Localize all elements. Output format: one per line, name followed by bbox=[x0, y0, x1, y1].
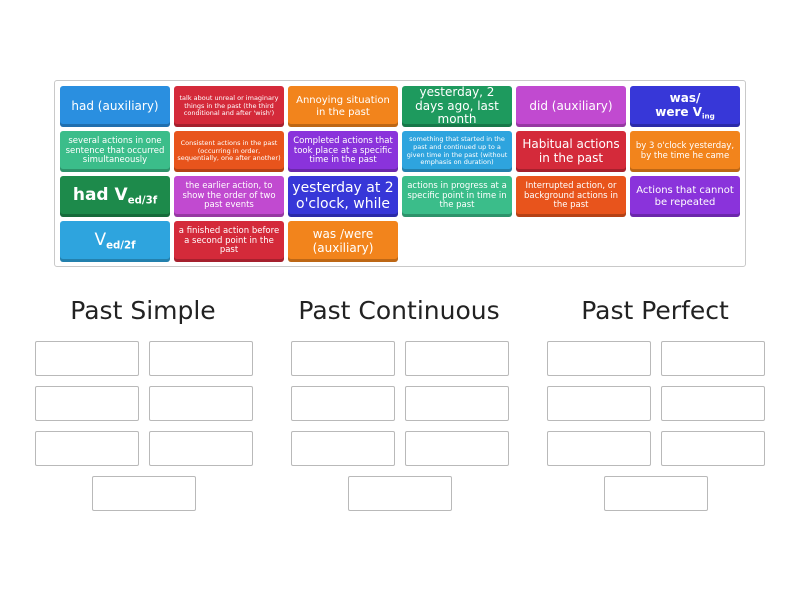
tile-cannot-be-repeated[interactable]: Actions that cannot be repeated bbox=[630, 176, 740, 217]
tile-ved2f[interactable]: Ved/2f bbox=[60, 221, 170, 262]
tile-text: did (auxiliary) bbox=[529, 98, 613, 113]
tile-text: talk about unreal or imaginary things in… bbox=[179, 93, 279, 118]
drop-slot-past-perfect[interactable] bbox=[547, 341, 651, 376]
tile-had-ved3f[interactable]: had Ved/3f bbox=[60, 176, 170, 217]
tile-text: something that started in the past and c… bbox=[406, 134, 508, 167]
tile-bank: had (auxiliary) talk about unreal or ima… bbox=[54, 80, 746, 267]
tile-actions-in-progress[interactable]: actions in progress at a specific point … bbox=[402, 176, 512, 217]
drop-slot-past-continuous[interactable] bbox=[405, 341, 509, 376]
group-title-past-continuous: Past Continuous bbox=[298, 296, 500, 325]
tile-simultaneous-actions[interactable]: several actions in one sentence that occ… bbox=[60, 131, 170, 172]
tile-interrupted-action[interactable]: Interrupted action, or background action… bbox=[516, 176, 626, 217]
tile-started-and-continued[interactable]: something that started in the past and c… bbox=[402, 131, 512, 172]
drop-slot-past-simple[interactable] bbox=[35, 386, 139, 421]
tile-text: had (auxiliary) bbox=[71, 98, 159, 113]
tile-text: Consistent actions in the past (occurrin… bbox=[177, 138, 281, 163]
drop-slot-past-continuous[interactable] bbox=[291, 386, 395, 421]
tile-text: yesterday, 2 days ago, last month bbox=[415, 86, 499, 127]
tile-finished-action-before[interactable]: a finished action before a second point … bbox=[174, 221, 284, 262]
tile-text: Ved/2f bbox=[94, 229, 136, 252]
drop-slot-past-simple[interactable] bbox=[149, 431, 253, 466]
drop-slot-past-perfect[interactable] bbox=[604, 476, 708, 511]
tile-text: several actions in one sentence that occ… bbox=[65, 135, 165, 166]
drop-slot-past-perfect[interactable] bbox=[661, 386, 765, 421]
tile-text: yesterday at 2 o'clock, while bbox=[292, 180, 394, 212]
tile-was-were-auxiliary[interactable]: was /were (auxiliary) bbox=[288, 221, 398, 262]
tile-was-were-ving[interactable]: was/ were Ving bbox=[630, 86, 740, 127]
drop-slot-past-continuous[interactable] bbox=[405, 431, 509, 466]
tile-consistent-actions[interactable]: Consistent actions in the past (occurrin… bbox=[174, 131, 284, 172]
tile-completed-actions[interactable]: Completed actions that took place at a s… bbox=[288, 131, 398, 172]
group-title-past-simple: Past Simple bbox=[70, 296, 216, 325]
tile-text: actions in progress at a specific point … bbox=[407, 180, 507, 211]
tile-text: a finished action before a second point … bbox=[178, 225, 280, 256]
tile-text: Actions that cannot be repeated bbox=[636, 185, 734, 208]
tile-text: had Ved/3f bbox=[72, 184, 158, 207]
drop-slot-past-simple[interactable] bbox=[149, 386, 253, 421]
tile-text: was/ bbox=[669, 91, 701, 106]
drop-slot-past-perfect[interactable] bbox=[547, 431, 651, 466]
drop-slot-past-simple[interactable] bbox=[149, 341, 253, 376]
drop-slot-past-simple[interactable] bbox=[35, 341, 139, 376]
tile-habitual-actions[interactable]: Habitual actions in the past bbox=[516, 131, 626, 172]
group-title-past-perfect: Past Perfect bbox=[581, 296, 729, 325]
tile-text: Completed actions that took place at a s… bbox=[293, 135, 393, 166]
tile-text: the earlier action, to show the order of… bbox=[182, 180, 276, 211]
tile-text: were Ving bbox=[655, 105, 715, 121]
tile-by-three-oclock[interactable]: by 3 o'clock yesterday, by the time he c… bbox=[630, 131, 740, 172]
tile-had-auxiliary[interactable]: had (auxiliary) bbox=[60, 86, 170, 127]
drop-slot-past-simple[interactable] bbox=[35, 431, 139, 466]
tile-text: Habitual actions in the past bbox=[522, 136, 620, 165]
tile-text: was /were (auxiliary) bbox=[312, 226, 374, 255]
drop-slot-past-continuous[interactable] bbox=[291, 341, 395, 376]
tile-text: by 3 o'clock yesterday, by the time he c… bbox=[635, 140, 735, 161]
tile-unreal-past[interactable]: talk about unreal or imaginary things in… bbox=[174, 86, 284, 127]
tile-did-auxiliary[interactable]: did (auxiliary) bbox=[516, 86, 626, 127]
tile-earlier-action[interactable]: the earlier action, to show the order of… bbox=[174, 176, 284, 217]
drop-slot-past-perfect[interactable] bbox=[547, 386, 651, 421]
drop-slot-past-perfect[interactable] bbox=[661, 431, 765, 466]
drop-slot-past-simple[interactable] bbox=[92, 476, 196, 511]
drop-slot-past-continuous[interactable] bbox=[405, 386, 509, 421]
drop-slot-past-continuous[interactable] bbox=[291, 431, 395, 466]
tile-text: Interrupted action, or background action… bbox=[523, 180, 619, 211]
tile-yesterday-at-two[interactable]: yesterday at 2 o'clock, while bbox=[288, 176, 398, 217]
tile-text: Annoying situation in the past bbox=[296, 95, 390, 118]
tile-yesterday-ago[interactable]: yesterday, 2 days ago, last month bbox=[402, 86, 512, 127]
tile-annoying-situation[interactable]: Annoying situation in the past bbox=[288, 86, 398, 127]
drop-slot-past-continuous[interactable] bbox=[348, 476, 452, 511]
drop-slot-past-perfect[interactable] bbox=[661, 341, 765, 376]
